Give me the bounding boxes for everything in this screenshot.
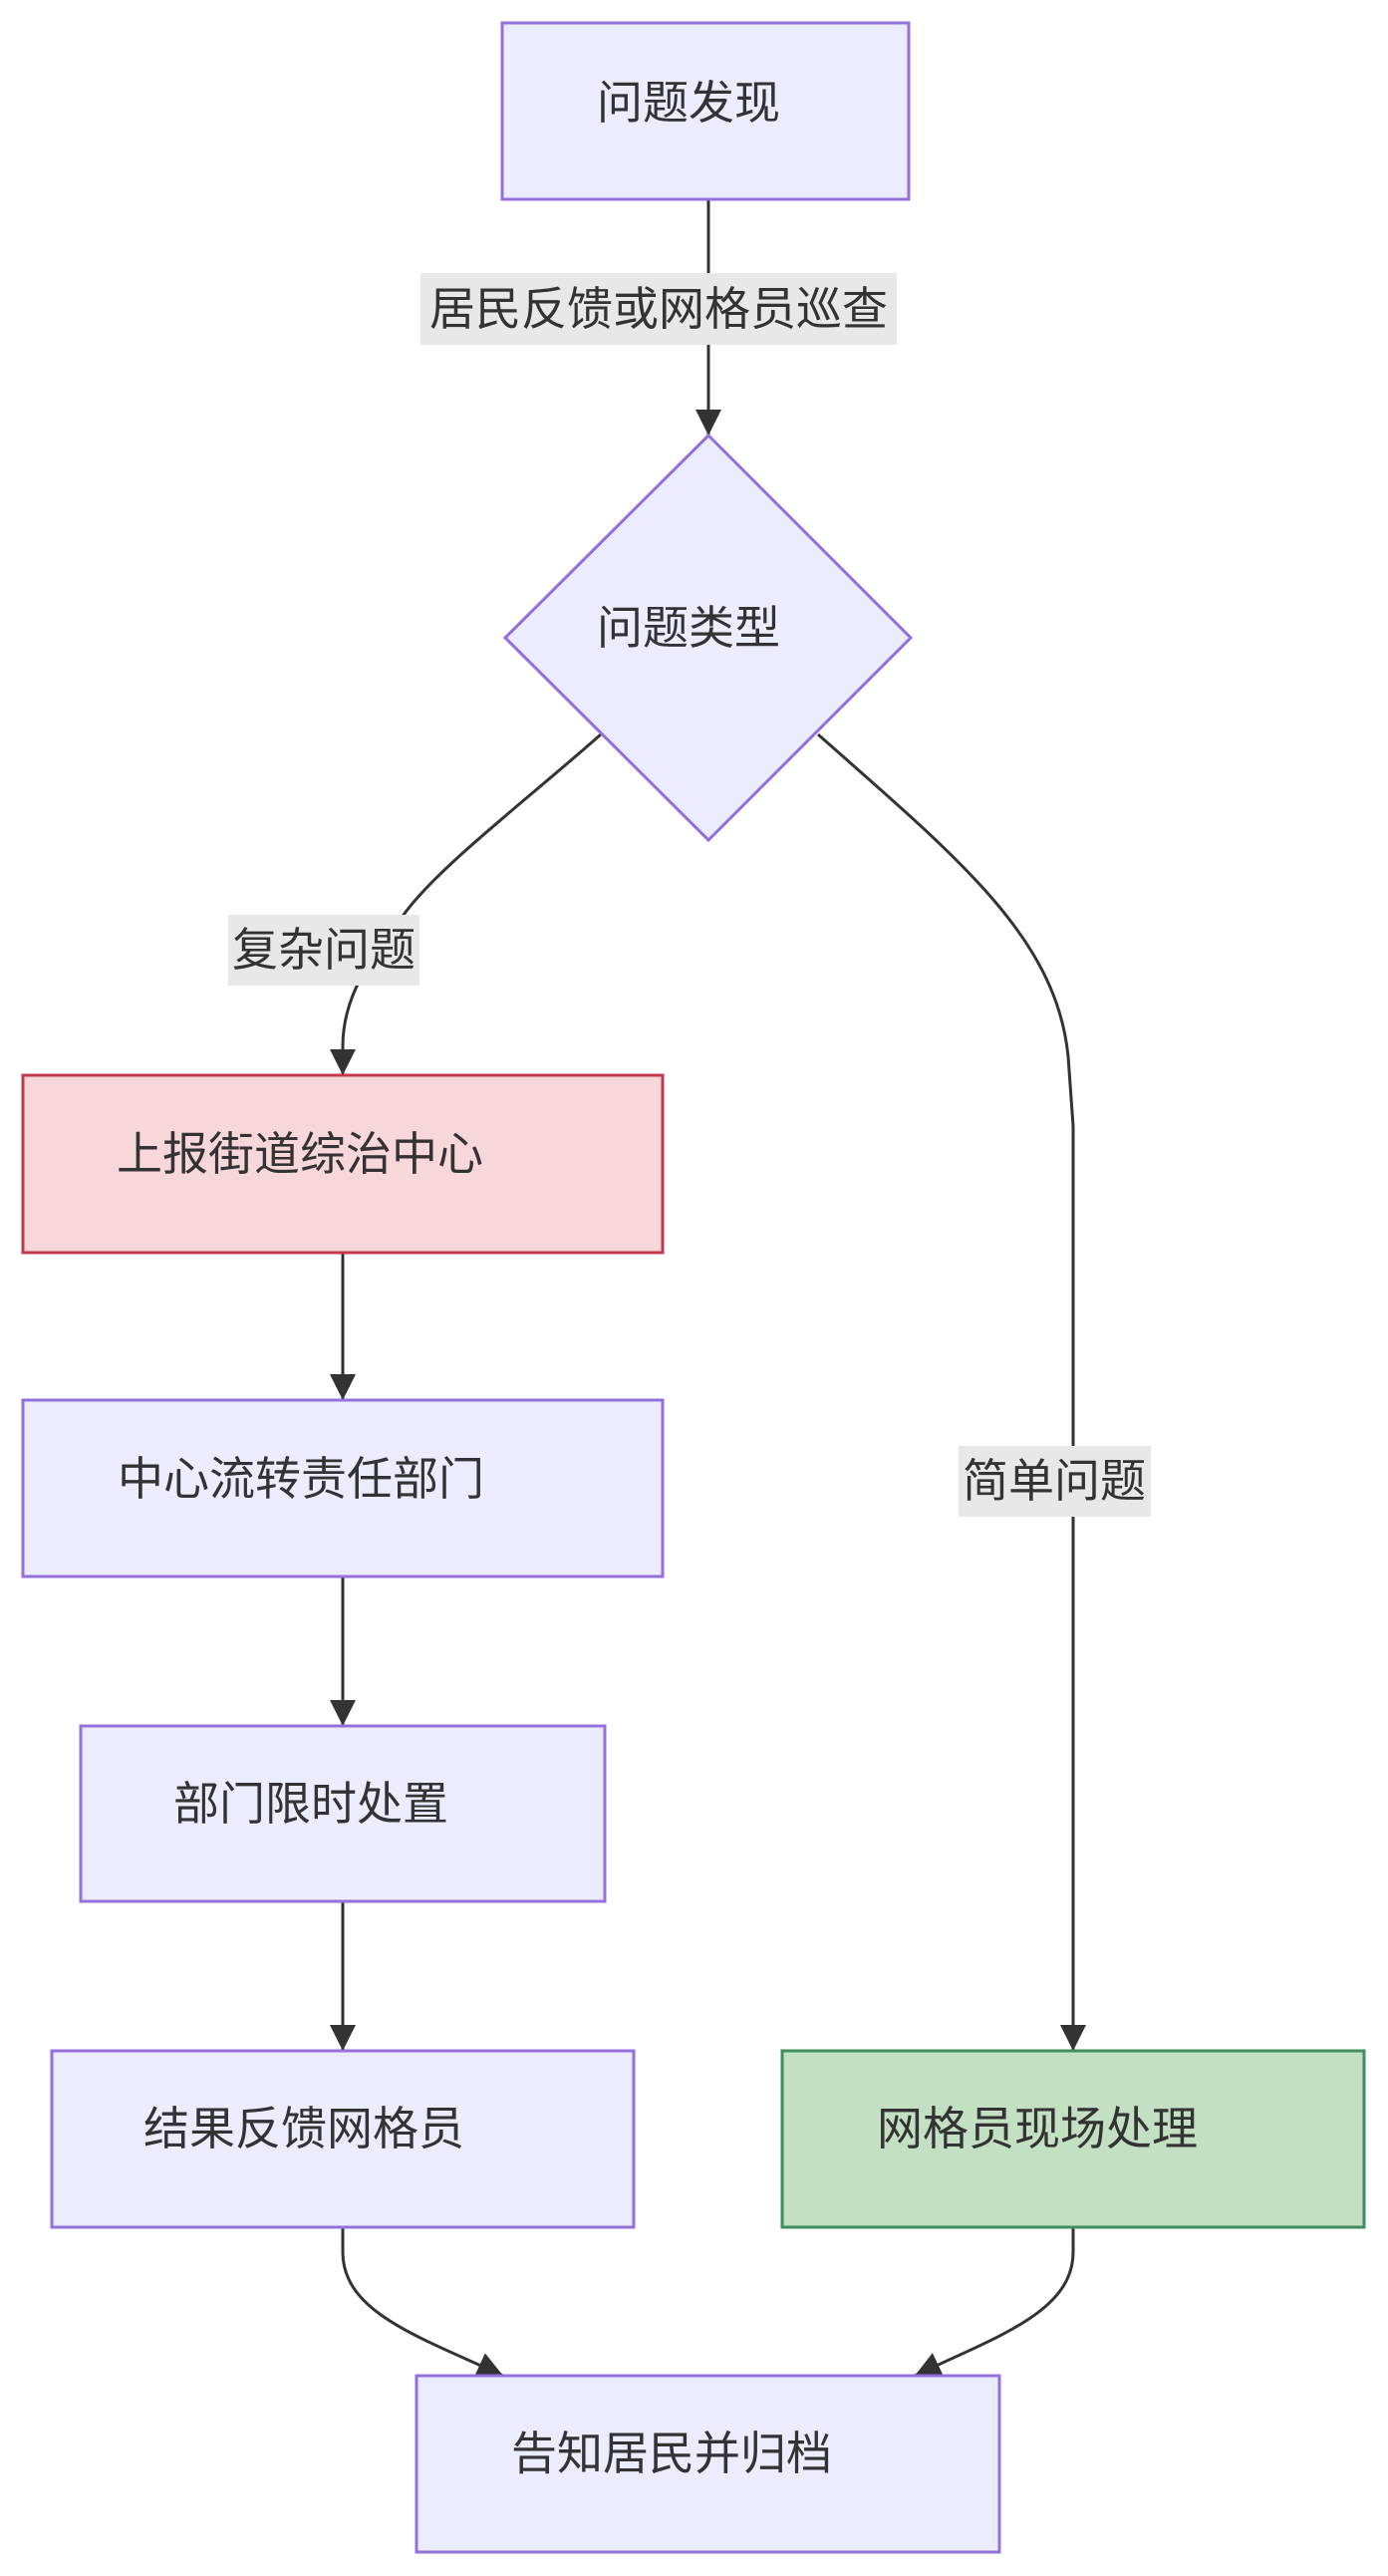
- edge-label-background: [420, 273, 897, 345]
- node-box: [415, 2374, 1001, 2554]
- node-label: 结果反馈网格员: [143, 2102, 464, 2155]
- node-box: [780, 2049, 1366, 2229]
- node-report-street-center[interactable]: 上报街道综治中心: [21, 1073, 665, 1255]
- node-label: 问题类型: [597, 601, 780, 655]
- node-label: 问题发现: [597, 76, 780, 130]
- edge-type-to-onsite: [817, 732, 1086, 2051]
- node-label: 上报街道综治中心: [117, 1127, 483, 1181]
- node-box: [79, 1724, 607, 1903]
- edge-label-resident-or-patrol: 居民反馈或网格员巡查: [420, 273, 897, 345]
- node-label: 中心流转责任部门: [118, 1452, 484, 1506]
- node-box: [500, 21, 911, 201]
- edge-label-simple: 简单问题: [959, 1446, 1151, 1517]
- edge-feedback-to-archive: [341, 2227, 504, 2378]
- node-problem-discovery[interactable]: 问题发现: [500, 21, 911, 201]
- edge-label-text: 简单问题: [963, 1454, 1146, 1508]
- edge-label-text: 居民反馈或网格员巡查: [429, 282, 888, 336]
- node-feedback-gridworker[interactable]: 结果反馈网格员: [50, 2049, 636, 2229]
- node-notify-archive[interactable]: 告知居民并归档: [415, 2374, 1001, 2554]
- node-label: 部门限时处置: [173, 1777, 448, 1831]
- node-box: [21, 1073, 665, 1255]
- decision-diamond: [502, 432, 914, 843]
- node-department-handle[interactable]: 部门限时处置: [79, 1724, 607, 1903]
- edge-onsite-to-archive: [914, 2227, 1075, 2378]
- edge-label-complex: 复杂问题: [228, 915, 419, 986]
- node-onsite-handling[interactable]: 网格员现场处理: [780, 2049, 1366, 2229]
- node-problem-type-decision[interactable]: 问题类型: [502, 432, 914, 843]
- node-dispatch-department[interactable]: 中心流转责任部门: [21, 1398, 665, 1578]
- node-label: 网格员现场处理: [877, 2102, 1198, 2155]
- edge-label-background: [228, 915, 419, 986]
- node-label: 告知居民并归档: [511, 2427, 832, 2480]
- node-box: [50, 2049, 636, 2229]
- edge-label-background: [959, 1446, 1151, 1517]
- edge-label-text: 复杂问题: [232, 923, 416, 977]
- node-box: [21, 1398, 665, 1578]
- edge-type-to-report: [330, 732, 602, 1075]
